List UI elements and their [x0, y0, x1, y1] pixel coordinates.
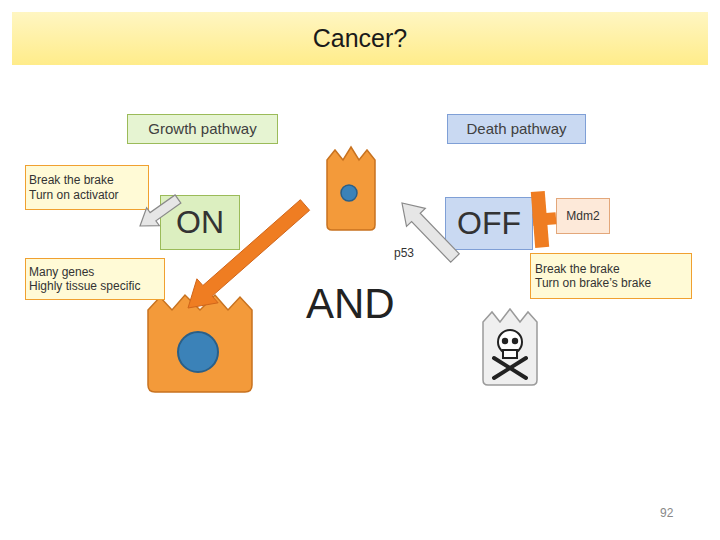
protein-box: Mdm2: [556, 198, 610, 234]
cell: [327, 147, 375, 230]
switch-box: OFF: [445, 197, 533, 250]
note-box: Break the brakeTurn on activator: [25, 165, 149, 210]
crossbone: [494, 358, 526, 378]
note-box: Break the brakeTurn on brake’s brake: [530, 253, 692, 299]
connector-line: [533, 218, 556, 220]
node-text: Turn on activator: [29, 188, 145, 202]
skull-jaw: [503, 350, 517, 358]
edge-group: [533, 192, 556, 248]
switch-box: ON: [160, 195, 240, 250]
page-number: 92: [660, 507, 673, 520]
skull-eye: [502, 338, 508, 344]
title-band: Cancer?: [12, 12, 708, 65]
note-box: Many genesHighly tissue specific: [25, 258, 165, 300]
node-text: OFF: [446, 204, 532, 242]
cell-nucleus: [178, 332, 218, 372]
pathway-header: Death pathway: [447, 114, 586, 144]
node-text: Many genes: [29, 265, 161, 279]
cell-nucleus: [341, 185, 357, 201]
skull-eye: [512, 338, 518, 344]
logic-label: AND: [306, 281, 395, 327]
crossbone: [494, 358, 526, 378]
node-text: Growth pathway: [132, 120, 273, 138]
inhibition-connector: [533, 192, 556, 248]
skull: [498, 330, 522, 354]
protein-label: p53: [394, 247, 414, 260]
node-text: Break the brake: [535, 262, 687, 276]
node-text: ON: [161, 203, 239, 241]
node-text: Mdm2: [557, 209, 609, 223]
pathway-header: Growth pathway: [127, 114, 278, 144]
slide-title: Cancer?: [313, 24, 408, 53]
cell: [148, 295, 252, 392]
node-text: Turn on brake’s brake: [535, 276, 687, 290]
node-text: Highly tissue specific: [29, 279, 161, 293]
node-text: Break the brake: [29, 173, 145, 187]
node-text: Death pathway: [452, 120, 581, 138]
dead-cell: [483, 309, 537, 385]
inhibition-bar: [538, 192, 542, 248]
